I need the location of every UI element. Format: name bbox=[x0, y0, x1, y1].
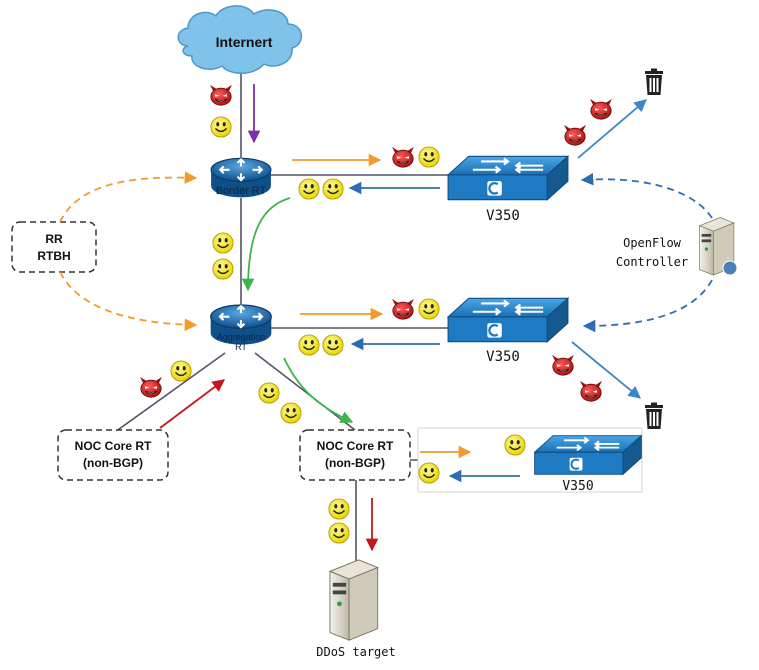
smiley-icon bbox=[322, 178, 344, 200]
flow-arrows bbox=[59, 84, 713, 552]
switch-icon bbox=[446, 155, 570, 201]
trash-icon bbox=[645, 402, 663, 429]
cloud-icon bbox=[177, 5, 302, 74]
openflow-label-2: Controller bbox=[616, 255, 688, 269]
smiley-icon bbox=[418, 298, 440, 320]
topology-links bbox=[114, 72, 540, 562]
smiley-icon bbox=[298, 178, 320, 200]
v350-top-label: V350 bbox=[486, 208, 520, 224]
smiley-icon bbox=[328, 522, 350, 544]
switch-icon bbox=[533, 434, 643, 476]
devil-icon bbox=[579, 380, 603, 402]
arrow-red-noc-left bbox=[159, 379, 226, 429]
aggregation-router: Aggregation RT bbox=[209, 303, 273, 352]
arrow-steel-trash-bottom bbox=[571, 341, 641, 399]
rr-label: RR bbox=[45, 232, 63, 246]
v350-top: V350 bbox=[446, 155, 570, 224]
ddos-target-label: DDoS target bbox=[316, 645, 395, 659]
smiley-icon bbox=[322, 334, 344, 356]
arrow-dashed-of-mid bbox=[582, 279, 713, 333]
aggregation-router-label-2: RT bbox=[235, 342, 247, 352]
internet-cloud: Internert bbox=[177, 5, 302, 74]
noc-core-right: NOC Core RT (non-BGP) bbox=[299, 429, 411, 481]
smiley-icon bbox=[258, 382, 280, 404]
devil-icon bbox=[563, 124, 587, 146]
rtbh-label: RTBH bbox=[37, 249, 70, 263]
devil-icon bbox=[139, 376, 163, 398]
arrow-dashed-of-top bbox=[580, 172, 713, 219]
internet-label: Internert bbox=[216, 34, 273, 50]
border-router: Border RT bbox=[210, 157, 272, 199]
arrow-steel-trash-top bbox=[577, 99, 647, 159]
ddos-target: DDoS target bbox=[316, 559, 396, 659]
devil-icon bbox=[209, 84, 233, 106]
devils bbox=[139, 84, 613, 402]
noc-right-label-1: NOC Core RT bbox=[317, 439, 394, 453]
devil-icon bbox=[391, 146, 415, 168]
server-icon bbox=[329, 559, 379, 641]
smiley-icon bbox=[328, 498, 350, 520]
v350-bottom: V350 bbox=[417, 427, 643, 494]
v350-mid-label: V350 bbox=[486, 349, 520, 365]
smiley-icon bbox=[418, 462, 440, 484]
openflow-label-1: OpenFlow bbox=[623, 236, 682, 250]
rr-rtbh-box: RR RTBH bbox=[11, 221, 97, 273]
smiley-icon bbox=[280, 402, 302, 424]
v350-bottom-label: V350 bbox=[562, 479, 593, 494]
noc-core-left: NOC Core RT (non-BGP) bbox=[57, 429, 169, 481]
aggregation-router-label-1: Aggregation bbox=[217, 332, 266, 342]
noc-right-label-2: (non-BGP) bbox=[325, 456, 385, 470]
user-icon bbox=[722, 260, 738, 276]
smiley-icon bbox=[418, 146, 440, 168]
noc-left-label-1: NOC Core RT bbox=[75, 439, 152, 453]
v350-mid: V350 bbox=[446, 297, 570, 365]
smiley-icon bbox=[170, 360, 192, 382]
smiley-icon bbox=[212, 232, 234, 254]
arrow-dashed-rr-agg bbox=[59, 271, 198, 332]
smiley-icon bbox=[298, 334, 320, 356]
devil-icon bbox=[551, 354, 575, 376]
arrow-dashed-rr-border bbox=[59, 171, 198, 223]
switch-icon bbox=[446, 297, 570, 343]
trash-icon bbox=[645, 68, 663, 95]
noc-left-label-2: (non-BGP) bbox=[83, 456, 143, 470]
smiley-icon bbox=[504, 434, 526, 456]
devil-icon bbox=[589, 98, 613, 120]
openflow-controller: OpenFlow Controller bbox=[616, 217, 738, 276]
arrow-green-border-agg bbox=[241, 197, 291, 292]
link-aggregation-noc-right bbox=[254, 352, 356, 431]
link-aggregation-noc-left bbox=[114, 352, 226, 433]
border-router-label: Border RT bbox=[216, 185, 267, 197]
arrow-green-agg-noc bbox=[283, 357, 354, 423]
smiley-icon bbox=[210, 116, 232, 138]
devil-icon bbox=[391, 298, 415, 320]
smiley-icon bbox=[212, 258, 234, 280]
